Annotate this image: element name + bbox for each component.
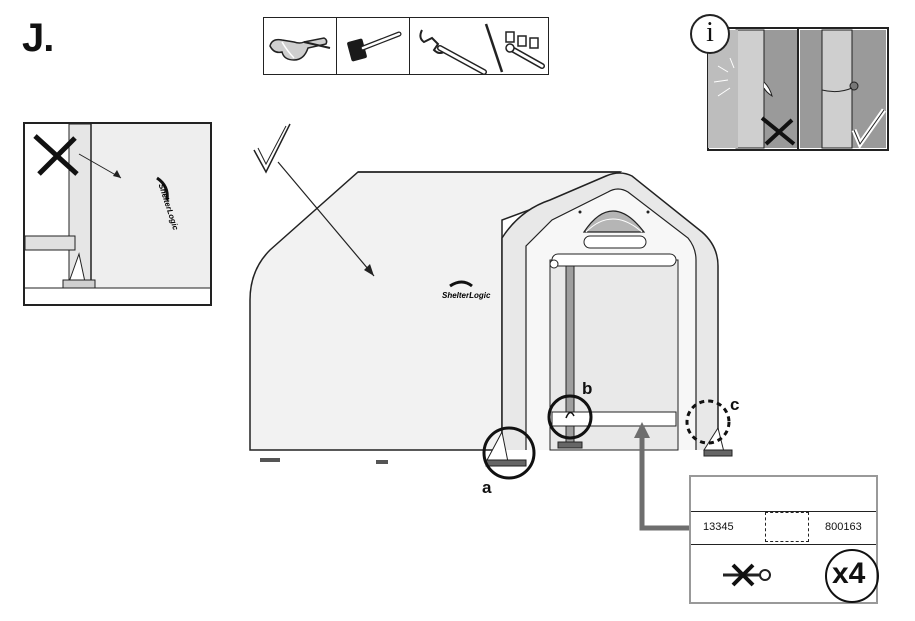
parts-box: 13345 800163 x4 — [689, 475, 879, 604]
brand-logo: ShelterLogic — [442, 291, 491, 300]
socket-wrench-icon — [505, 31, 545, 69]
no-screw-icon — [719, 559, 779, 589]
tools-panel — [263, 17, 549, 75]
wrong-detail-panel: ShelterLogic — [23, 122, 212, 306]
tent-illustration: ShelterLogic — [240, 120, 760, 480]
adjustable-wrench-icon — [419, 29, 487, 75]
wrench-tools-cell — [410, 18, 550, 75]
part-placeholder — [765, 512, 809, 542]
part-number-right: 800163 — [825, 521, 862, 533]
quantity-badge — [825, 549, 879, 603]
safety-glasses-icon — [264, 18, 337, 74]
part-number-left: 13345 — [703, 521, 734, 533]
info-icon: i — [706, 17, 714, 48]
mallet-icon — [337, 18, 410, 74]
detail-label-a: a — [482, 478, 492, 497]
info-panel: i — [688, 12, 890, 152]
parts-row: 13345 800163 — [691, 511, 876, 545]
quantity-text: x4 — [832, 557, 866, 590]
grey-pointer-arrow — [630, 420, 700, 535]
step-letter: J. — [22, 16, 54, 60]
detail-label-c: c — [730, 395, 740, 414]
detail-label-b: b — [582, 379, 593, 398]
